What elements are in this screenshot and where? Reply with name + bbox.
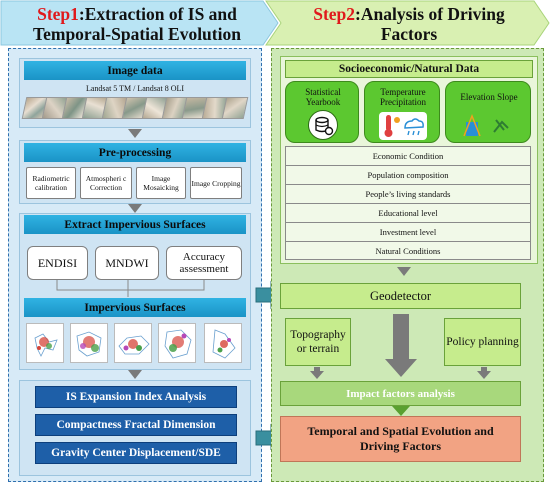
big-down-arrow <box>385 314 417 377</box>
extract-title: Extract Impervious Surfaces <box>24 215 246 234</box>
atmospheric-correction-box: Atmospheri c Correction <box>80 167 132 199</box>
impervious-map-5 <box>204 323 242 363</box>
step1-title-line1: Step1:Extraction of IS and <box>37 4 237 24</box>
statistical-yearbook-card: Statistical Yearbook <box>285 81 359 143</box>
arrow-preprocessing-to-extract <box>128 204 142 213</box>
gravity-center-box: Gravity Center Displacement/SDE <box>35 442 237 464</box>
socio-title: Socioeconomic/Natural Data <box>285 60 533 78</box>
temperature-precipitation-card: Temperature Precipitation <box>364 81 440 143</box>
arrow-impact-to-final <box>392 406 410 416</box>
impervious-map-4 <box>158 323 196 363</box>
step1-header: Step1:Extraction of IS and Temporal-Spat… <box>8 4 266 44</box>
image-data-subtitle: Landsat 5 TM / Landsat 8 OLI <box>85 83 185 93</box>
geodetector-box: Geodetector <box>280 283 521 309</box>
mndwi-box: MNDWI <box>95 246 159 280</box>
topography-box: Topography or terrain <box>285 318 351 366</box>
step1-header-chevron <box>0 0 279 46</box>
socio-rows: Economic Condition Population compositio… <box>285 146 531 260</box>
accuracy-assessment-box: Accuracy assessment <box>166 246 242 280</box>
elevation-slope-card: Elevation Slope <box>445 81 531 143</box>
natural-conditions-row: Natural Conditions <box>375 245 441 256</box>
preprocessing-title: Pre-processing <box>24 143 246 162</box>
arrow-image-to-preprocessing <box>128 129 142 138</box>
policy-down-arrow <box>477 367 491 379</box>
final-box: Temporal and Spatial Evolution and Drivi… <box>280 416 521 462</box>
elevation-slope-label: Elevation Slope <box>460 92 518 102</box>
economic-condition-row: Economic Condition <box>286 147 530 166</box>
image-data-title: Image data <box>24 61 246 80</box>
living-standards-row: People’s living standards <box>286 185 530 204</box>
step2-title-line1: Step2:Analysis of Driving <box>313 4 505 24</box>
statistical-yearbook-label: Statistical Yearbook <box>305 87 341 107</box>
impervious-map-2 <box>70 323 108 363</box>
landsat-image-strip <box>21 97 249 125</box>
radiometric-calibration-box: Radiometric calibration <box>26 167 76 199</box>
methods-connector <box>56 280 205 297</box>
educational-level-row: Educational level <box>286 204 530 223</box>
impervious-surfaces-title: Impervious Surfaces <box>24 298 246 317</box>
step1-title-line2: Temporal-Spatial Evolution <box>33 24 241 44</box>
database-gear-icon <box>308 110 338 140</box>
arrow-socio-to-geodetector <box>397 267 411 276</box>
step2-title-line2: Factors <box>380 24 438 44</box>
topography-down-arrow <box>310 367 324 379</box>
is-expansion-index-box: IS Expansion Index Analysis <box>35 386 237 408</box>
impervious-maps-row <box>24 321 246 366</box>
image-cropping-box: Image Cropping <box>190 167 242 199</box>
impact-factors-box: Impact factors analysis <box>280 381 521 406</box>
elevation-slope-icon <box>460 112 518 140</box>
thermometer-cloud-icon <box>379 112 427 140</box>
image-mosaicking-box: Image Mosaicking <box>136 167 186 199</box>
population-composition-row: Population composition <box>286 166 530 185</box>
impervious-map-1 <box>26 323 64 363</box>
endisi-box: ENDISI <box>27 246 88 280</box>
step2-header-chevron <box>265 0 550 46</box>
impervious-map-3 <box>114 323 152 363</box>
policy-planning-box: Policy planning <box>444 318 521 366</box>
compactness-fractal-box: Compactness Fractal Dimension <box>35 414 237 436</box>
investment-level-row: Investment level <box>286 223 530 242</box>
header-shapes <box>0 0 550 46</box>
geodetector-arrows <box>310 314 491 379</box>
step2-header: Step2:Analysis of Driving Factors <box>284 4 534 44</box>
temperature-precipitation-label: Temperature Precipitation <box>380 87 426 107</box>
arrow-extract-to-analysis <box>128 370 142 379</box>
